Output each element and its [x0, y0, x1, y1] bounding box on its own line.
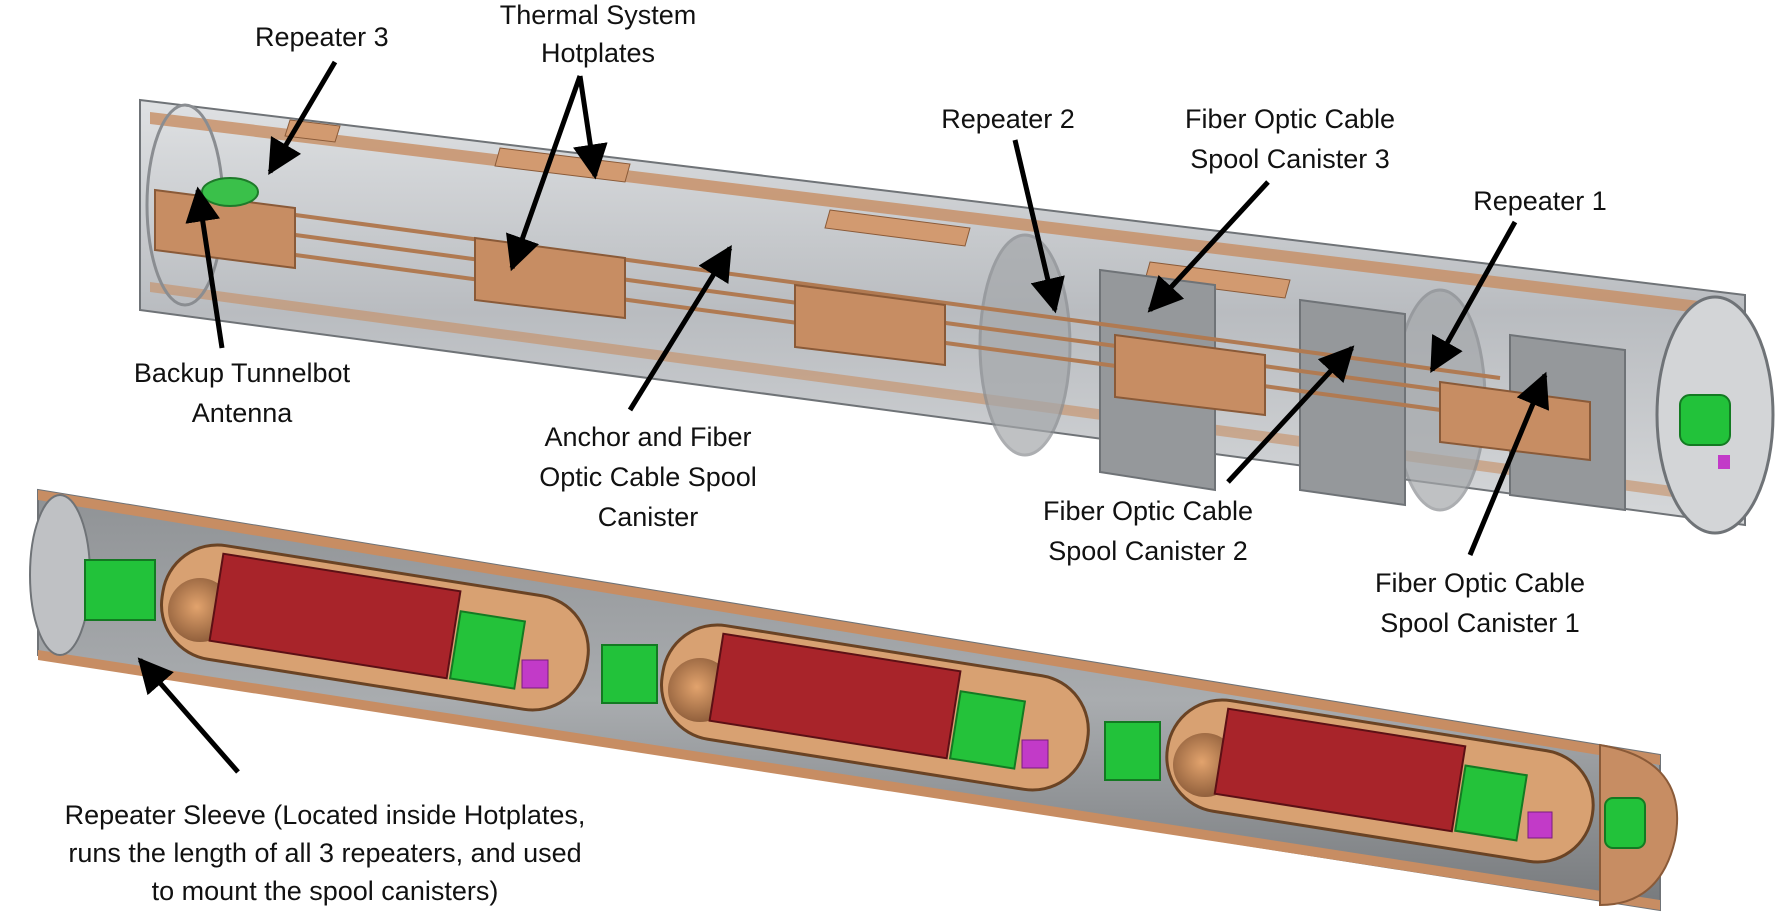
label-canister2-line2: Spool Canister 2	[1048, 536, 1248, 566]
top-hotplates	[154, 188, 1591, 462]
label-sleeve-line3: to mount the spool canisters)	[152, 876, 499, 906]
callout-arrows	[137, 60, 1550, 774]
bottom-couplers	[84, 559, 1646, 849]
end-cap-sensor	[1679, 394, 1731, 446]
repeater-module-1	[160, 543, 590, 712]
arrow-canister1	[1467, 371, 1550, 556]
bottom-rear-end	[29, 494, 91, 656]
label-anchor-line2: Optic Cable Spool	[539, 462, 757, 492]
repeater-module-3	[1165, 698, 1595, 864]
antenna-cylinder	[201, 177, 259, 207]
callout-labels: Repeater 3 Thermal System Hotplates Repe…	[65, 0, 1607, 906]
bottom-copper-rim-upper	[38, 490, 1660, 765]
end-cap-chip	[1718, 455, 1730, 469]
bottom-tube-assembly	[29, 488, 1679, 912]
label-anchor-line1: Anchor and Fiber	[544, 422, 751, 452]
label-canister3-line2: Spool Canister 3	[1190, 144, 1390, 174]
arrow-sleeve	[137, 657, 240, 774]
label-sleeve-line2: runs the length of all 3 repeaters, and …	[68, 838, 581, 868]
label-antenna-line2: Antenna	[192, 398, 294, 428]
top-tube-assembly	[139, 98, 1775, 535]
arrow-canister2	[1226, 345, 1355, 484]
arrow-canister3	[1147, 180, 1270, 313]
label-anchor-line3: Canister	[598, 502, 699, 532]
arrow-thermal-a	[506, 75, 583, 272]
arrow-repeater2	[1012, 139, 1065, 314]
bottom-copper-rim-lower	[38, 650, 1660, 910]
arrow-antenna	[185, 186, 225, 349]
label-sleeve-line1: Repeater Sleeve (Located inside Hotplate…	[65, 800, 586, 830]
repeater-module-2	[660, 623, 1090, 792]
label-repeater2: Repeater 2	[941, 104, 1075, 134]
label-canister2-line1: Fiber Optic Cable	[1043, 496, 1253, 526]
arrow-thermal-b	[573, 75, 608, 180]
arrow-repeater3	[267, 60, 338, 176]
label-repeater1: Repeater 1	[1473, 186, 1607, 216]
label-canister1-line1: Fiber Optic Cable	[1375, 568, 1585, 598]
label-canister1-line2: Spool Canister 1	[1380, 608, 1580, 638]
label-thermal-line2: Hotplates	[541, 38, 655, 68]
label-antenna-line1: Backup Tunnelbot	[134, 358, 351, 388]
label-repeater3: Repeater 3	[255, 22, 389, 52]
arrow-anchor	[627, 245, 733, 412]
arrow-repeater1	[1429, 220, 1518, 374]
label-thermal-line1: Thermal System	[500, 0, 697, 30]
label-canister3-line1: Fiber Optic Cable	[1185, 104, 1395, 134]
